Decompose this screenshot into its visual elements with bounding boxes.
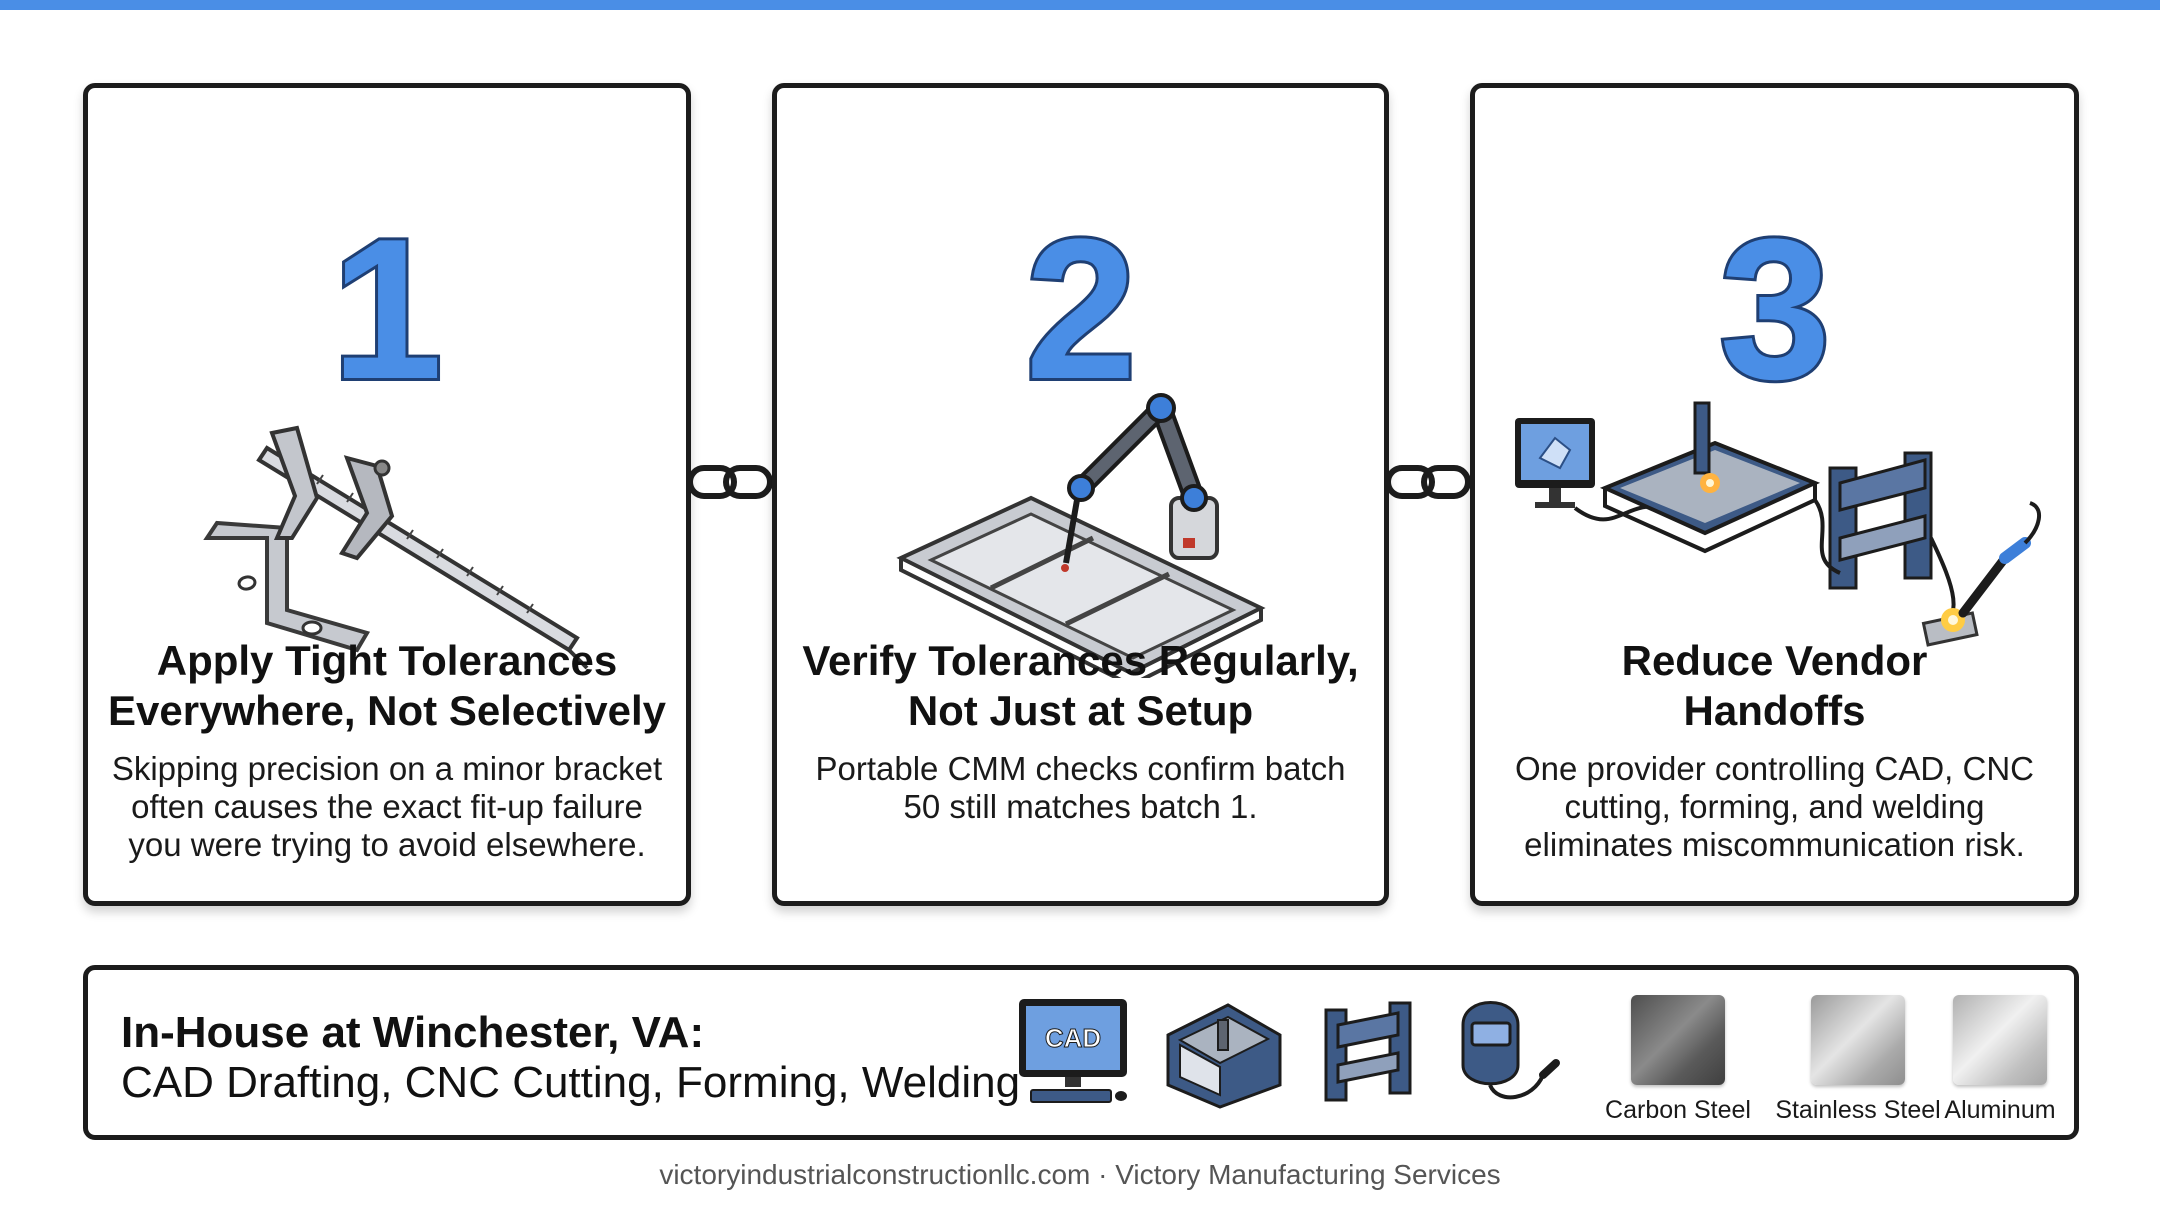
press-brake-icon	[1324, 1001, 1412, 1102]
step-card-1: 1 Apply Tight Tolerances Everyw	[83, 83, 691, 906]
caliper-bracket-icon	[88, 388, 686, 688]
card-title-1: Apply Tight Tolerances Everywhere, Not S…	[108, 637, 666, 734]
step-number-3: 3	[1475, 218, 2074, 393]
material-stainless-steel: Stainless Steel	[1773, 995, 1943, 1125]
chain-link-icon	[1385, 465, 1471, 499]
svg-text:CAD: CAD	[1045, 1023, 1101, 1053]
cmm-arm-frame-icon	[777, 388, 1384, 688]
cnc-machine-icon	[1166, 1003, 1282, 1109]
step-card-2: 2 Verify Tolerances Regularly, N	[772, 83, 1389, 906]
stainless-steel-swatch	[1811, 995, 1905, 1085]
top-accent-bar	[0, 0, 2160, 10]
card-description-2: Portable CMM checks confirm batch 50 sti…	[815, 750, 1346, 825]
carbon-steel-swatch	[1631, 995, 1725, 1085]
card-description-3: One provider controlling CAD, CNC cuttin…	[1514, 750, 2035, 863]
card-description-1: Skipping precision on a minor bracket of…	[111, 750, 663, 863]
svg-text:3: 3	[1719, 218, 1830, 393]
svg-text:2: 2	[1025, 218, 1136, 393]
capabilities-box: In-House at Winchester, VA: CAD Drafting…	[83, 965, 2079, 1140]
material-label: Stainless Steel	[1775, 1096, 1941, 1124]
step-card-3: 3	[1470, 83, 2079, 906]
footer-credit: victoryindustrialconstructionllc.com · V…	[659, 1159, 1501, 1190]
welding-mask-icon	[1461, 1001, 1560, 1100]
card-title-3: Reduce Vendor Handoffs	[1621, 637, 1928, 734]
svg-text:1: 1	[331, 218, 442, 393]
workflow-machines-icon	[1475, 388, 2074, 688]
card-title-2: Verify Tolerances Regularly, Not Just at…	[802, 637, 1359, 734]
material-carbon-steel: Carbon Steel	[1603, 995, 1753, 1125]
capabilities-title: In-House at Winchester, VA:	[121, 1008, 705, 1057]
capabilities-list: CAD Drafting, CNC Cutting, Forming, Weld…	[121, 1058, 1021, 1107]
step-number-1: 1	[88, 218, 686, 393]
chain-link-icon	[687, 465, 773, 499]
material-aluminum: Aluminum	[1930, 995, 2070, 1125]
material-label: Aluminum	[1944, 1096, 2056, 1124]
step-number-2: 2	[777, 218, 1384, 393]
cad-computer-icon: CAD	[1019, 999, 1127, 1103]
material-label: Carbon Steel	[1605, 1096, 1751, 1124]
aluminum-swatch	[1953, 995, 2047, 1085]
